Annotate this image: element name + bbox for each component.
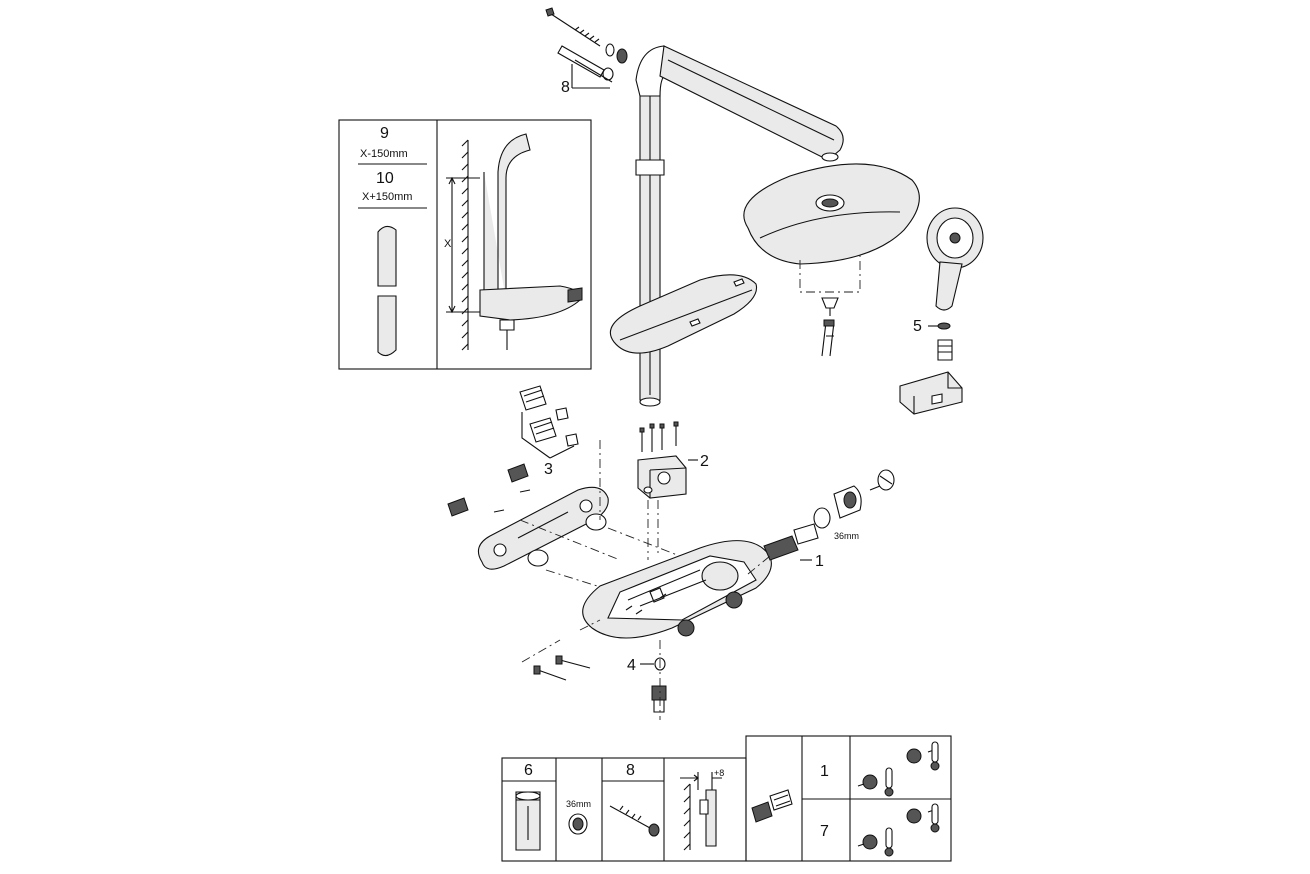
callout-5: 5 [913, 318, 922, 335]
shower-arm [659, 45, 844, 162]
spanner-clip [821, 319, 835, 357]
thermostat-body [582, 540, 772, 639]
overhead-shower-head [743, 163, 920, 265]
table-col-8: 8 [626, 762, 635, 779]
connection-nipples [447, 463, 531, 517]
cover-plate [477, 486, 609, 570]
callout-3: 3 [544, 461, 553, 478]
callout-4: 4 [627, 657, 636, 674]
hand-shower [926, 207, 984, 311]
cartridge-variant-icon [751, 789, 793, 823]
callout-2: 2 [700, 453, 709, 470]
mounting-bracket [637, 421, 687, 499]
offset-detail-icon [680, 772, 722, 851]
wall-dowel [557, 45, 614, 83]
thread-adapters [519, 385, 579, 447]
hose-nut [937, 339, 953, 361]
long-screw-icon [609, 805, 660, 837]
inset-dim-9: X-150mm [360, 148, 408, 160]
inset-x-label: X [444, 238, 452, 250]
shelf-tray [609, 274, 758, 354]
table-tool-size: 36mm [566, 799, 591, 809]
thermostatic-cartridge [763, 469, 895, 561]
wall-screw-top [545, 7, 628, 64]
washer [937, 322, 951, 330]
rosettes [527, 513, 607, 567]
check-valve [651, 657, 667, 713]
inset-item-9: 9 [380, 125, 389, 142]
lower-screws [533, 655, 591, 681]
table-row-7: 7 [820, 823, 829, 840]
valve-thermometer-row1-icon [857, 741, 940, 797]
tools-and-variants-table [501, 735, 952, 862]
callout-1: 1 [815, 553, 824, 570]
hand-shower-holder [899, 371, 963, 415]
socket-wrench-icon [515, 791, 541, 851]
table-col-6: 6 [524, 762, 533, 779]
nut-36mm-icon [568, 813, 588, 835]
callout-8: 8 [561, 79, 570, 96]
annotation-36mm: 36mm [834, 531, 859, 541]
shower-head-connector [821, 297, 839, 316]
valve-thermometer-row7-icon [857, 803, 940, 857]
table-row-1: 1 [820, 763, 829, 780]
height-adjustment-inset [338, 119, 592, 370]
inset-dim-10: X+150mm [362, 191, 412, 203]
inset-item-10: 10 [376, 170, 394, 187]
table-offset: +8 [714, 768, 724, 778]
